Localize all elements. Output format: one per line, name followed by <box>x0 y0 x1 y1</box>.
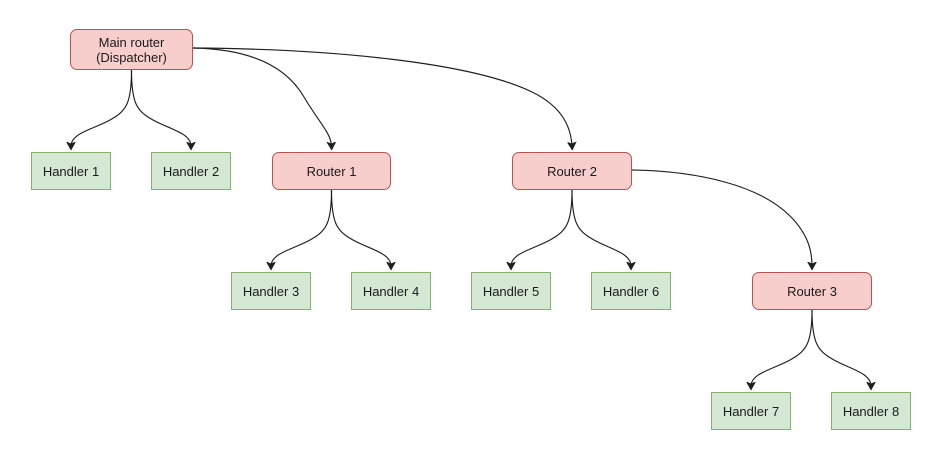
edge-main-router-to-handler-2 <box>130 69 192 146</box>
node-handler-1[interactable]: Handler 1 <box>31 152 111 190</box>
node-label-handler-7: Handler 7 <box>722 403 780 419</box>
node-handler-7[interactable]: Handler 7 <box>711 392 791 430</box>
edge-main-router-to-router-2 <box>192 47 572 146</box>
node-router-1[interactable]: Router 1 <box>272 152 391 190</box>
edge-router-2-to-router-3 <box>631 169 812 266</box>
node-handler-5[interactable]: Handler 5 <box>471 272 551 310</box>
node-router-3[interactable]: Router 3 <box>752 272 872 310</box>
edge-router-2-to-handler-6 <box>571 189 631 266</box>
node-router-2[interactable]: Router 2 <box>512 152 632 190</box>
node-main-router[interactable]: Main router (Dispatcher) <box>70 29 193 70</box>
node-handler-3[interactable]: Handler 3 <box>231 272 311 310</box>
node-label-handler-4: Handler 4 <box>362 283 420 299</box>
edge-router-2-to-handler-5 <box>511 189 573 266</box>
node-label-router-1: Router 1 <box>306 163 357 179</box>
node-handler-6[interactable]: Handler 6 <box>591 272 671 310</box>
node-label-handler-5: Handler 5 <box>482 283 540 299</box>
node-label-handler-3: Handler 3 <box>242 283 300 299</box>
node-label-router-3: Router 3 <box>787 283 837 299</box>
node-label-handler-1: Handler 1 <box>42 163 100 179</box>
edges-group <box>71 47 871 386</box>
node-label-handler-8: Handler 8 <box>842 403 900 419</box>
node-label-router-2: Router 2 <box>547 163 597 179</box>
edge-router-1-to-handler-3 <box>271 189 333 266</box>
edge-router-3-to-handler-8 <box>811 309 871 386</box>
node-handler-4[interactable]: Handler 4 <box>351 272 431 310</box>
edge-main-router-to-router-1 <box>192 47 332 146</box>
edge-main-router-to-handler-1 <box>71 69 133 146</box>
edge-router-3-to-handler-7 <box>751 309 813 386</box>
node-label-handler-2: Handler 2 <box>162 163 220 179</box>
node-handler-2[interactable]: Handler 2 <box>151 152 231 190</box>
node-label-main-router: Main router (Dispatcher) <box>96 34 167 65</box>
node-label-handler-6: Handler 6 <box>602 283 660 299</box>
edge-router-1-to-handler-4 <box>330 189 392 266</box>
node-handler-8[interactable]: Handler 8 <box>831 392 911 430</box>
